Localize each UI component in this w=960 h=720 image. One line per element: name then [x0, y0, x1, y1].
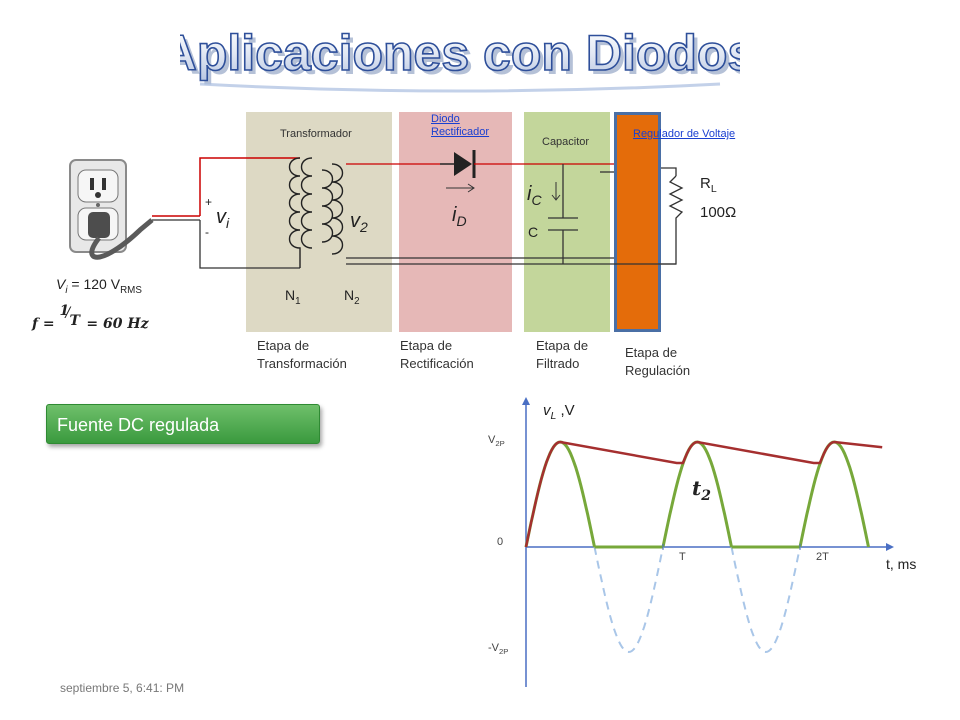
- plot-y-label: vL ,V: [543, 402, 575, 422]
- stage-transformer-panel: [246, 112, 392, 332]
- transformer-label: Transformador: [280, 128, 352, 140]
- circuit-diagram: [69, 150, 684, 269]
- wall-outlet-icon: [69, 159, 154, 260]
- stage-regulator-panel: [614, 112, 661, 332]
- transformer-secondary-coil: [321, 163, 344, 255]
- filtered-output-line: [524, 440, 883, 548]
- output-voltage-plot: [522, 397, 894, 687]
- dashed-negative-half-1: [593, 546, 664, 654]
- diode-icon: [440, 150, 614, 178]
- slide-title: Aplicaciones con Diodos Aplicaciones con…: [180, 24, 740, 93]
- transformer-primary-coil: [288, 157, 313, 268]
- plus-sign: +: [205, 195, 213, 209]
- regulated-dc-source-button[interactable]: Fuente DC regulada: [46, 404, 320, 444]
- slide-title-text: Aplicaciones con Diodos: [180, 25, 740, 81]
- v2p-tick-label: V2P: [488, 434, 505, 449]
- c-label: C: [528, 224, 539, 240]
- rl-label: RL: [700, 175, 717, 195]
- frequency-equation: f = 1 / T = 60 Hz: [32, 303, 149, 332]
- stage-filter-panel: [524, 112, 610, 332]
- t2-label: t2: [692, 476, 711, 504]
- rl-value: 100Ω: [700, 204, 737, 221]
- minus-sign: -: [205, 225, 209, 239]
- capacitor-label: Capacitor: [542, 136, 590, 148]
- ic-label: iC: [527, 183, 542, 208]
- 2t-tick-label: 2T: [816, 551, 829, 563]
- zero-tick-label: 0: [497, 536, 504, 548]
- svg-text:Aplicaciones con Diodos: Aplicaciones con Diodos: [180, 29, 740, 85]
- source-voltage-label: Vi = 120 VRMS: [56, 276, 142, 296]
- date-footer: septiembre 5, 6:41: PM: [60, 681, 185, 695]
- neg-v2p-tick-label: -V2P: [488, 642, 509, 657]
- stage-rectifier-panel: [399, 112, 512, 332]
- capacitor-icon: [548, 164, 578, 264]
- n1-label: N1: [285, 287, 301, 307]
- t-tick-label: T: [679, 551, 686, 563]
- vi-label: vi: [216, 206, 230, 231]
- y-axis-arrow: [522, 397, 530, 405]
- dashed-negative-half-2: [730, 546, 801, 654]
- n2-label: N2: [344, 287, 360, 307]
- x-axis-arrow: [886, 543, 894, 551]
- resistor-icon: [661, 175, 684, 265]
- v2-label: v2: [350, 210, 368, 235]
- rectified-half-3: [798, 440, 870, 548]
- plot-x-label: t, ms: [886, 556, 917, 572]
- regulator-link[interactable]: Regulador de Voltaje: [633, 128, 736, 140]
- id-label: iD: [452, 204, 467, 229]
